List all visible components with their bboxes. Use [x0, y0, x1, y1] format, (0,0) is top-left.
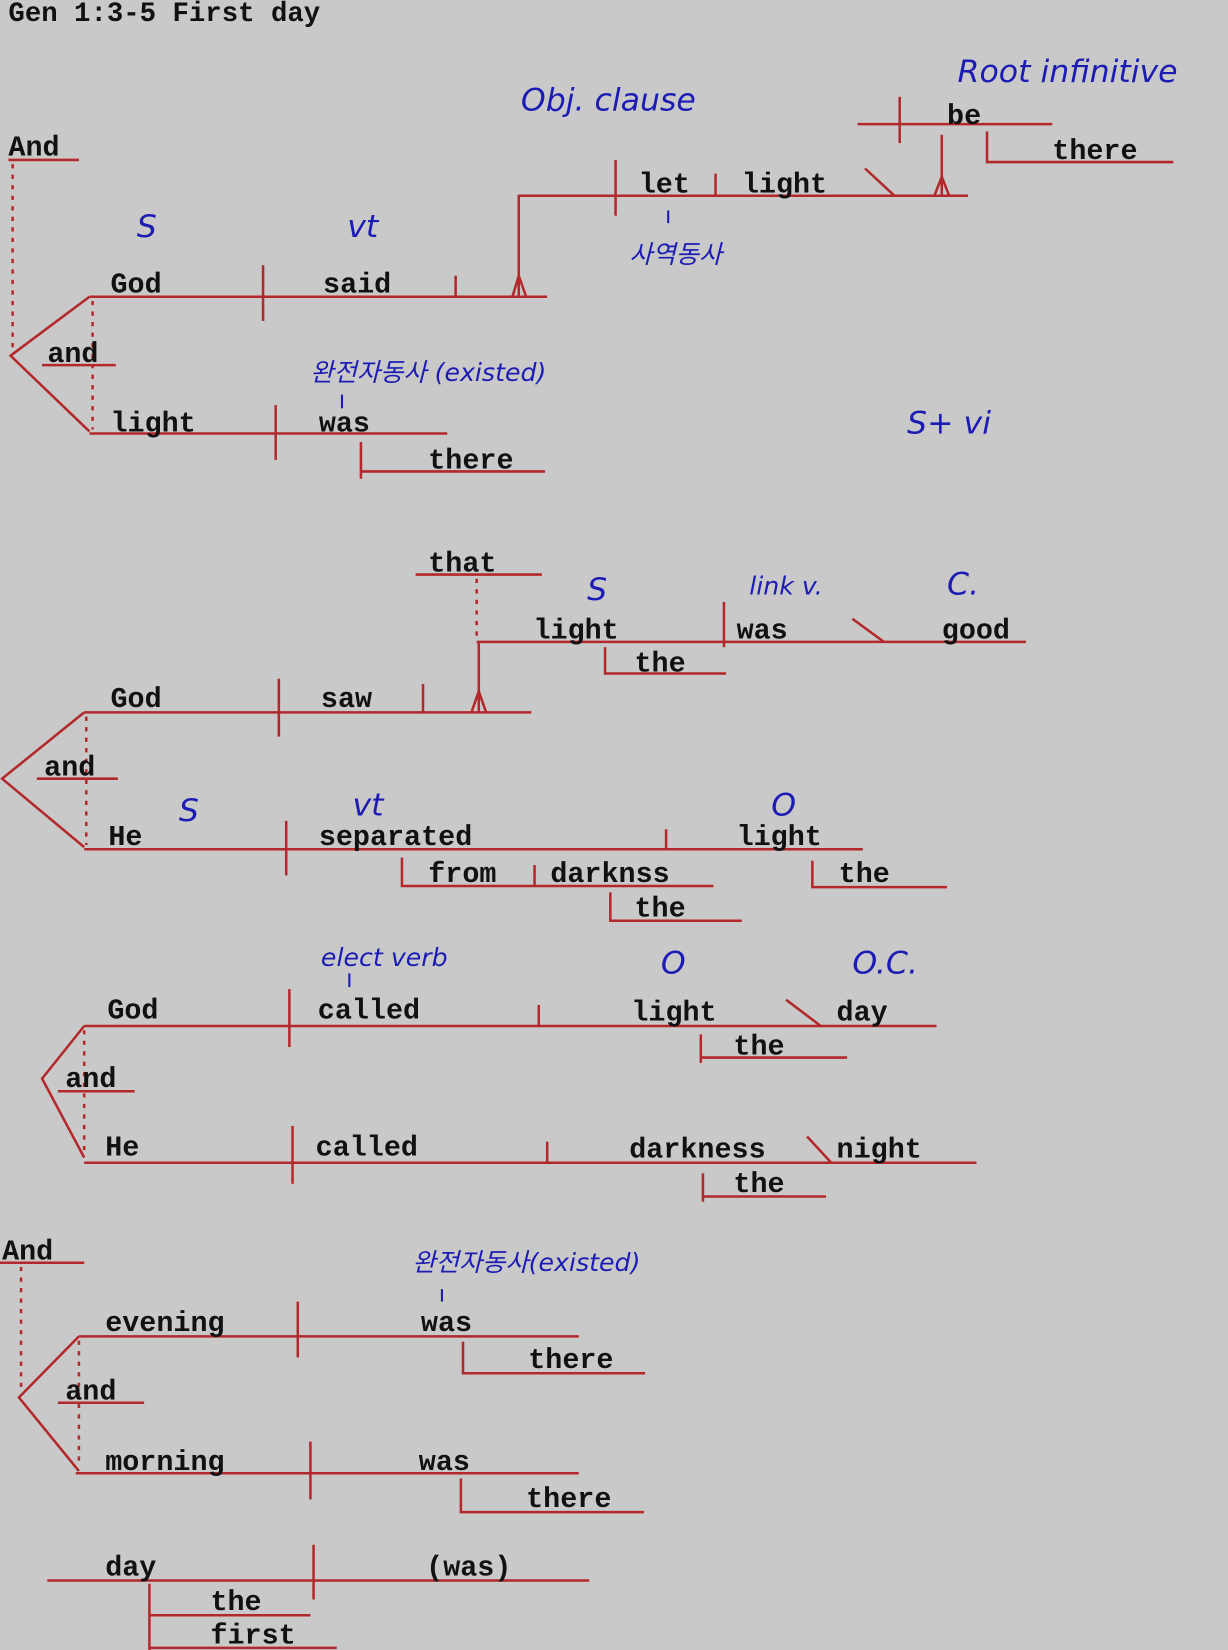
- word-light: light: [534, 615, 619, 648]
- word-from: from: [428, 858, 496, 891]
- word-there: there: [1052, 135, 1137, 168]
- word-the: the: [210, 1586, 261, 1619]
- word-good: good: [942, 615, 1010, 648]
- diagram-verse-4: that light the was good God saw and He s…: [0, 547, 1026, 926]
- word-darkness: darkness: [629, 1134, 765, 1167]
- word-was: was: [319, 407, 370, 440]
- note-object: O: [661, 945, 686, 981]
- word-god: God: [110, 269, 161, 302]
- diagram-verse-5a: God called light the day and He called d…: [40, 943, 977, 1202]
- word-there: there: [428, 444, 513, 477]
- word-the: the: [635, 647, 686, 680]
- word-he: He: [105, 1131, 139, 1164]
- word-light: light: [737, 821, 822, 854]
- word-was-implied: (was): [426, 1551, 511, 1584]
- word-there: there: [526, 1483, 611, 1516]
- word-day: day: [105, 1551, 156, 1584]
- word-and: and: [65, 1376, 116, 1409]
- note-subject: S: [587, 572, 607, 608]
- word-the: the: [733, 1030, 784, 1063]
- word-morning: morning: [105, 1446, 224, 1479]
- word-said: said: [323, 269, 391, 302]
- word-separated: separated: [319, 821, 472, 854]
- note-linking-verb: link v.: [749, 572, 823, 601]
- note-intransitive: 완전자동사(existed): [412, 1248, 640, 1277]
- note-pattern: S+ vi: [907, 406, 991, 442]
- word-light: light: [110, 407, 195, 440]
- note-object-complement: O.C.: [852, 945, 918, 981]
- note-object: O: [771, 788, 796, 824]
- word-the: the: [635, 893, 686, 926]
- page-title: Gen 1:3-5 First day: [8, 0, 320, 30]
- word-that: that: [428, 547, 496, 580]
- note-verb: vt: [353, 788, 386, 824]
- word-first: first: [210, 1620, 295, 1650]
- word-and: and: [65, 1063, 116, 1096]
- word-there: there: [528, 1344, 613, 1377]
- word-he: He: [108, 821, 142, 854]
- word-called: called: [316, 1131, 418, 1164]
- word-let: let: [639, 169, 690, 202]
- word-was: was: [421, 1307, 472, 1340]
- word-night: night: [837, 1134, 922, 1167]
- word-god: God: [107, 995, 158, 1028]
- note-verb: vt: [347, 209, 380, 245]
- diagram-verse-5b: And evening was there and morning was th…: [0, 1236, 646, 1650]
- word-was: was: [737, 615, 788, 648]
- word-saw: saw: [321, 683, 372, 716]
- word-day: day: [837, 997, 888, 1030]
- note-subject: S: [137, 209, 157, 245]
- word-light: light: [742, 169, 827, 202]
- word-god: God: [110, 683, 161, 716]
- note-elect-verb: elect verb: [321, 943, 448, 972]
- word-and: and: [44, 752, 95, 785]
- word-the: the: [733, 1168, 784, 1201]
- word-light: light: [631, 997, 716, 1030]
- word-evening: evening: [105, 1307, 224, 1340]
- note-intransitive: 완전자동사 (existed): [310, 358, 546, 387]
- note-root-infinitive: Root infinitive: [958, 54, 1178, 90]
- word-the: the: [839, 858, 890, 891]
- word-darknss: darknss: [550, 858, 669, 891]
- word-and: And: [8, 132, 59, 165]
- word-be: be: [947, 100, 981, 133]
- diagram-verse-3: And God said let light be there and ligh…: [8, 54, 1178, 479]
- word-and: and: [47, 338, 98, 371]
- note-subject: S: [179, 793, 199, 829]
- note-obj-clause: Obj. clause: [521, 82, 696, 118]
- note-complement: C.: [947, 567, 979, 603]
- word-called: called: [318, 995, 420, 1028]
- word-was: was: [419, 1446, 470, 1479]
- note-causative: 사역동사: [629, 240, 725, 269]
- word-and: And: [2, 1236, 53, 1269]
